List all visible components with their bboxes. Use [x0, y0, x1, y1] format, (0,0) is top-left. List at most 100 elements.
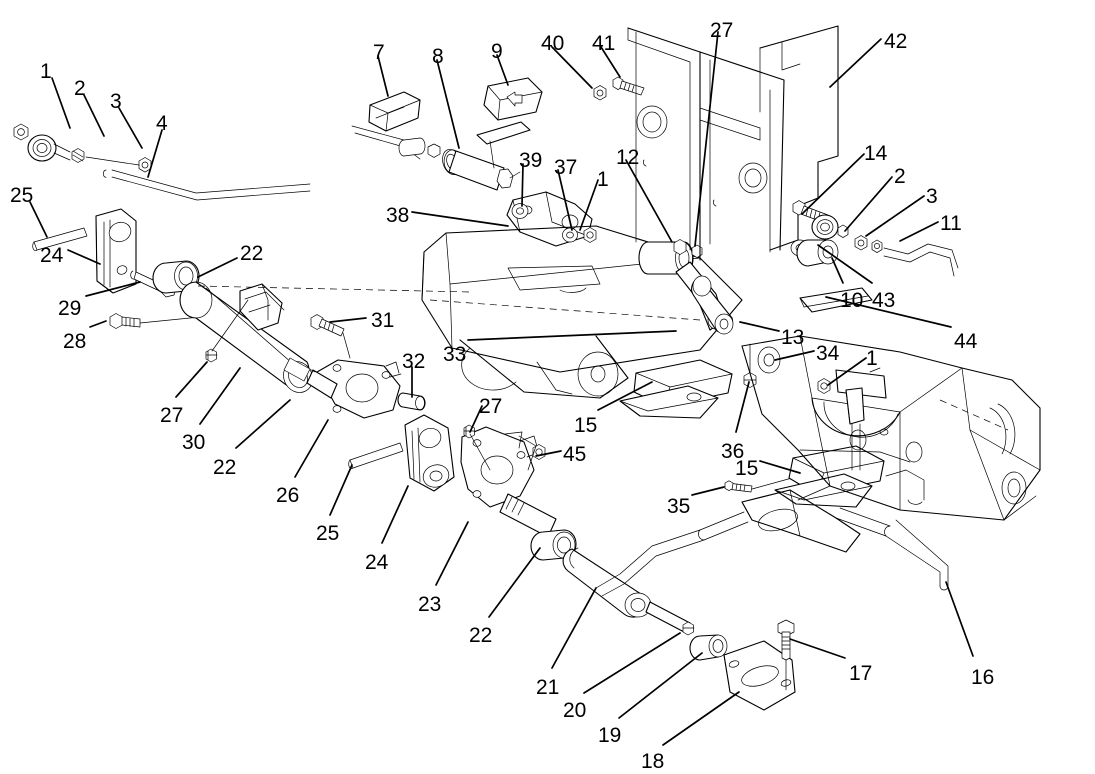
part-25-roll-pin-lower: [348, 442, 404, 470]
leader-line: [829, 38, 882, 88]
leader-line: [618, 652, 703, 719]
part-1-locknut-upper-left: [13, 123, 29, 141]
callout-1: 1: [40, 60, 52, 83]
callout-24: 24: [40, 244, 64, 267]
part-26-flange-yoke: [283, 357, 402, 419]
callout-35: 35: [667, 495, 691, 518]
callout-40: 40: [541, 32, 565, 55]
callout-25: 25: [10, 184, 34, 207]
part-35-bolt: [724, 477, 793, 493]
callout-7: 7: [373, 41, 385, 64]
callout-27: 27: [479, 395, 503, 418]
leader-line: [551, 46, 593, 89]
leader-line: [825, 296, 952, 328]
leader-line: [597, 381, 653, 411]
part-24-clevis-lower: [404, 414, 455, 492]
leader-line: [625, 159, 673, 243]
callout-26: 26: [276, 484, 300, 507]
frame-deck-roller: [459, 335, 629, 399]
leader-line: [469, 405, 483, 433]
callout-1: 1: [866, 347, 878, 370]
leader-line: [739, 321, 780, 332]
callout-42: 42: [884, 30, 908, 53]
callout-22: 22: [213, 456, 237, 479]
callout-43: 43: [872, 289, 896, 312]
leader-line: [199, 367, 241, 425]
callout-13: 13: [781, 326, 805, 349]
leader-line: [735, 381, 750, 433]
leader-line: [411, 211, 509, 227]
part-18-bracket-plate: [723, 640, 796, 711]
leader-line: [85, 281, 141, 297]
leader-line: [899, 221, 939, 242]
callout-22: 22: [469, 624, 493, 647]
leader-line: [535, 450, 562, 457]
leader-line: [551, 587, 597, 669]
callout-leader-lines: [29, 31, 974, 746]
part-32-spacer: [397, 392, 426, 411]
callout-24: 24: [365, 551, 389, 574]
leader-line: [467, 330, 677, 341]
leader-line: [83, 94, 105, 137]
leader-line: [600, 46, 621, 78]
callout-45: 45: [563, 443, 587, 466]
part-27-flange-nut-a: [205, 348, 218, 363]
leader-line: [377, 55, 389, 97]
leader-line: [29, 201, 48, 238]
callout-32: 32: [402, 350, 426, 373]
callout-15: 15: [574, 414, 598, 437]
leader-line: [865, 195, 925, 237]
part-2-rod-end-upper-left: [27, 134, 71, 162]
part-9-pad: [483, 77, 543, 121]
callout-2: 2: [894, 165, 906, 188]
callout-27: 27: [160, 404, 184, 427]
leader-line: [662, 691, 740, 746]
callout-19: 19: [598, 724, 622, 747]
leader-line: [175, 361, 208, 398]
part-19-bushing: [689, 634, 728, 661]
part-39-washer: [511, 203, 529, 219]
callout-38: 38: [386, 204, 410, 227]
callout-1: 1: [597, 168, 609, 191]
leader-line: [89, 320, 107, 328]
leader-line: [329, 317, 367, 323]
callout-39: 39: [519, 149, 543, 172]
leader-line: [51, 77, 71, 129]
callout-17: 17: [849, 662, 873, 685]
callout-8: 8: [432, 45, 444, 68]
part-1-nut-right: [817, 378, 831, 394]
callout-27: 27: [710, 19, 734, 42]
leader-line: [774, 350, 815, 361]
leader-line: [801, 153, 865, 215]
part-3-jamnut-right: [854, 235, 883, 253]
leader-line: [118, 107, 143, 149]
callout-10: 10: [840, 289, 864, 312]
part-1-nut-center: [583, 227, 597, 243]
part-45-nut: [532, 444, 546, 460]
callout-16: 16: [971, 666, 995, 689]
leader-line: [436, 59, 460, 149]
part-41-bolt: [612, 76, 645, 96]
part-21-lower-link: [562, 547, 692, 634]
leader-line: [197, 257, 238, 278]
callout-11: 11: [940, 212, 962, 235]
part-31-hex-bolt: [310, 314, 351, 359]
callout-30: 30: [182, 431, 206, 454]
callout-20: 20: [563, 699, 587, 722]
callout-3: 3: [110, 90, 122, 113]
callout-36: 36: [721, 440, 745, 463]
part-3-jamnut-upper-left: [71, 148, 152, 173]
leader-line: [557, 169, 573, 231]
callout-33: 33: [443, 343, 467, 366]
part-24-clevis-left: [95, 208, 137, 294]
callout-3: 3: [926, 185, 938, 208]
frame-uprights: [627, 27, 785, 261]
leader-line: [583, 632, 681, 694]
part-13-link-arm: [691, 275, 734, 335]
part-8-rod-assembly: [351, 121, 531, 191]
leader-line: [759, 460, 801, 474]
part-17-hex-bolt: [777, 619, 795, 691]
part-4-bent-rod: [103, 169, 311, 201]
